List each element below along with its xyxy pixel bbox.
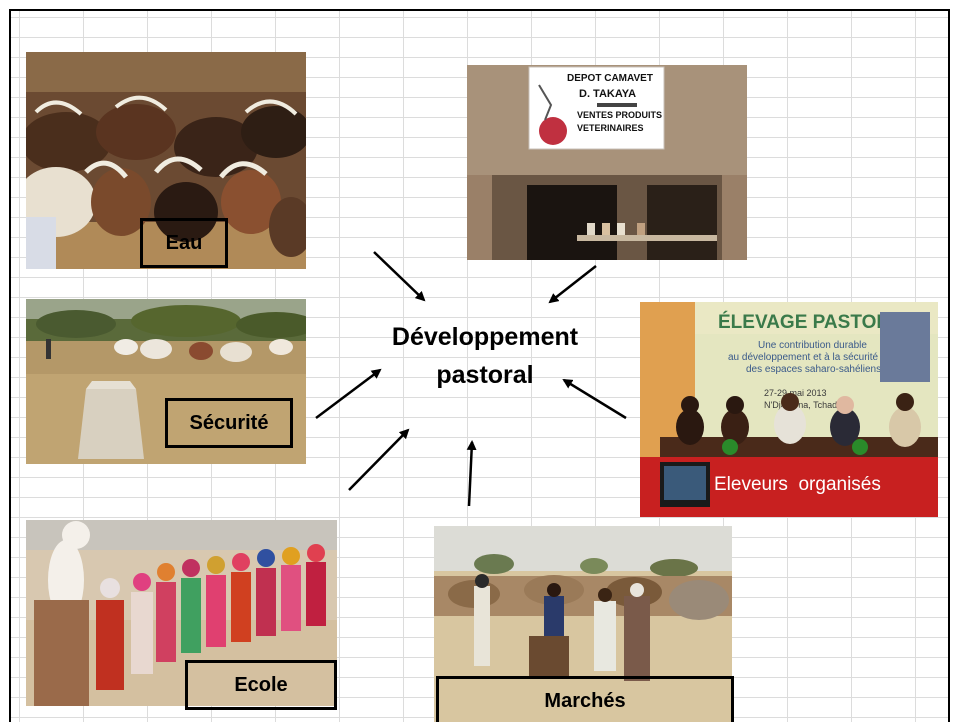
- photo-market-camels: [434, 526, 732, 722]
- label-ecole: Ecole: [185, 660, 337, 710]
- label-marches: Marchés: [436, 676, 734, 722]
- banner-sub2: au développement et à la sécurité: [728, 352, 879, 363]
- photo-security-field: [26, 299, 306, 464]
- label-eleveurs-organises: Eleveurs organisés: [714, 474, 881, 495]
- depot-sign-line2: D. TAKAYA: [579, 88, 636, 100]
- photo-school-children: [26, 520, 337, 706]
- banner-place: N'Djamena, Tchad: [764, 400, 837, 410]
- depot-sign-line4: VETERINAIRES: [577, 123, 644, 133]
- depot-sign-line3: VENTES PRODUITS: [577, 110, 662, 120]
- banner-sub3: des espaces saharo-sahéliens: [746, 364, 881, 375]
- photo-cattle-water: [26, 52, 306, 269]
- center-title-line2: pastoral: [436, 361, 534, 389]
- center-title: Développement pastoral: [360, 318, 610, 394]
- label-eau: Eau: [140, 218, 228, 268]
- label-securite: Sécurité: [165, 398, 293, 448]
- photo-veterinary-depot: DEPOT CAMAVET D. TAKAYA VENTES PRODUITS …: [467, 65, 747, 260]
- banner-sub1: Une contribution durable: [758, 340, 867, 351]
- photo-conference: ÉLEVAGE PASTORAL Une contribution durabl…: [640, 302, 938, 517]
- center-title-line1: Développement: [391, 323, 579, 351]
- banner-date: 27-29 mai 2013: [764, 388, 827, 398]
- banner-title: ÉLEVAGE PASTORAL: [718, 311, 916, 333]
- depot-sign-line1: DEPOT CAMAVET: [567, 73, 653, 84]
